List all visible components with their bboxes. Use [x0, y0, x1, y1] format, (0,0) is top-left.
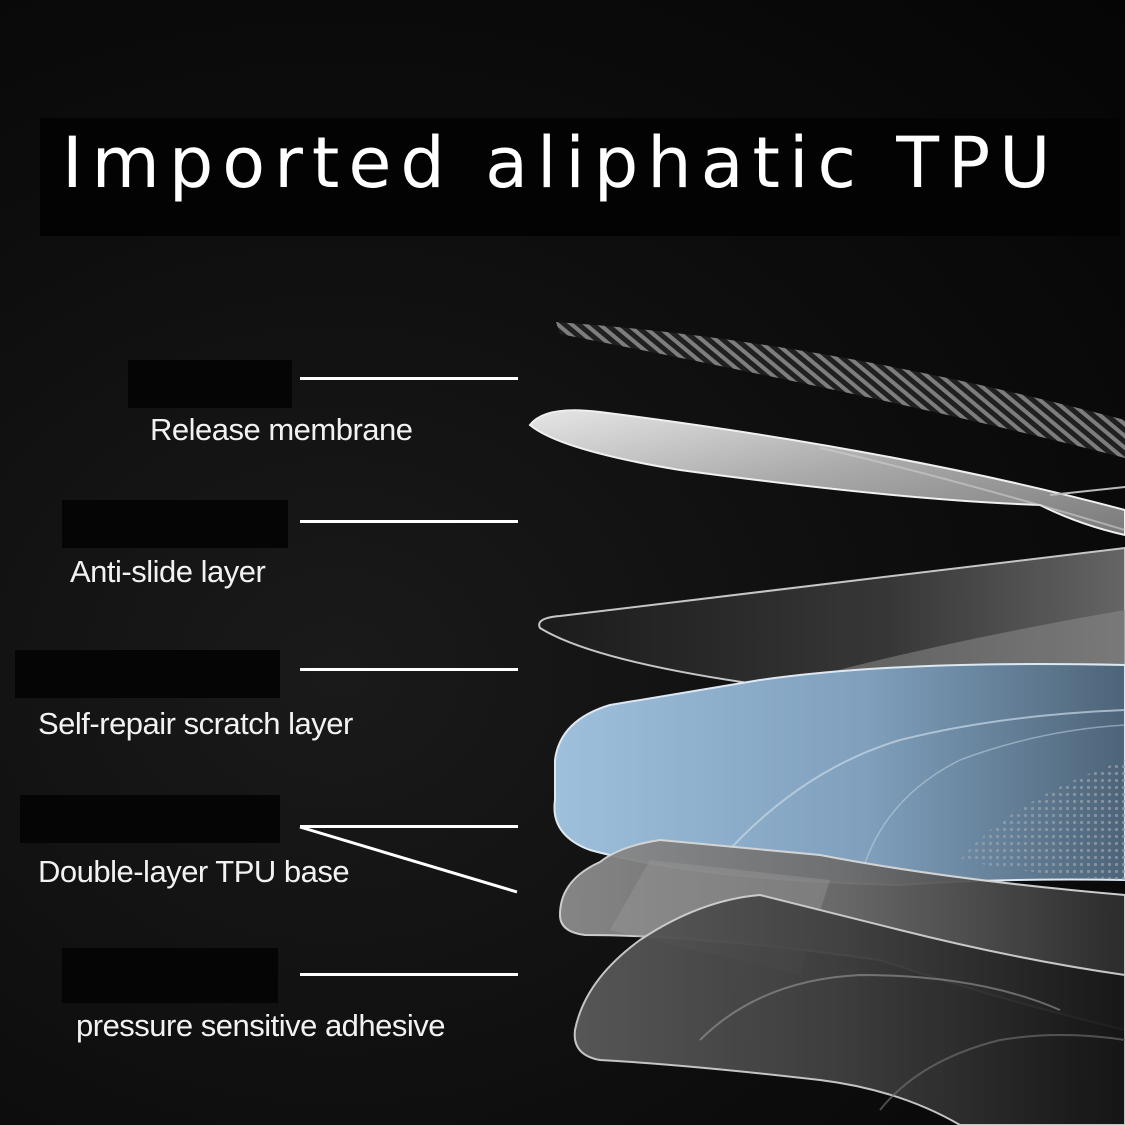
label-patch [62, 948, 278, 1003]
label-anti-slide-layer: Anti-slide layer [70, 554, 266, 589]
callout-line-tpu-base [300, 825, 518, 828]
label-tpu-base: Double-layer TPU base [38, 854, 350, 889]
callout-line-self-repair [300, 668, 518, 671]
label-adhesive: pressure sensitive adhesive [76, 1008, 446, 1043]
callout-line-anti-slide [300, 520, 518, 523]
page-title: Imported aliphatic TPU [62, 122, 1060, 204]
title-band [40, 118, 1120, 236]
release-membrane-shape [528, 409, 1125, 537]
label-patch [62, 500, 288, 548]
label-patch [15, 650, 280, 698]
callout-line-adhesive [300, 973, 518, 976]
label-self-repair-layer: Self-repair scratch layer [38, 706, 353, 741]
label-release-membrane: Release membrane [150, 412, 413, 447]
label-patch [128, 360, 292, 408]
callout-line-release-membrane [300, 377, 518, 380]
textured-layer-shape [556, 322, 1125, 458]
label-patch [20, 795, 280, 843]
